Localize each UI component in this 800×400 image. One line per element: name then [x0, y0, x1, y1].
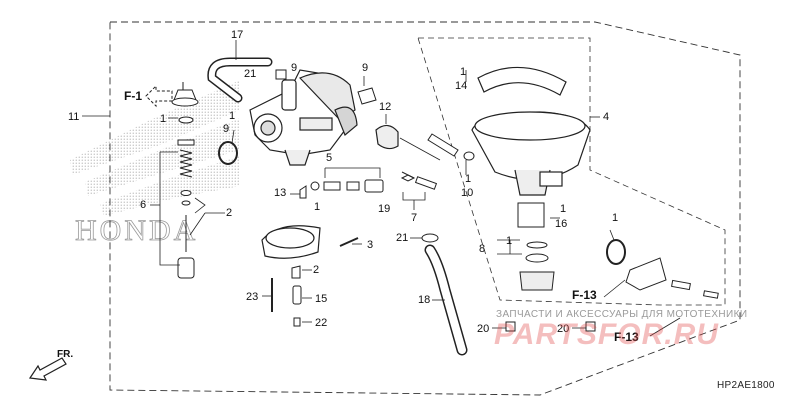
callout-1-c: 1: [460, 66, 467, 78]
callout-20-b: 20: [557, 323, 570, 335]
callout-1-a: 1: [229, 110, 236, 122]
callout-2-a: 2: [226, 207, 233, 219]
callout-14: 14: [455, 80, 468, 92]
callout-12: 12: [379, 101, 392, 113]
callout-4: 4: [603, 111, 610, 123]
small-cap-9-top: [275, 69, 287, 80]
ref-arrow-f1: [145, 84, 173, 108]
front-direction-label: FR.: [57, 349, 74, 360]
callout-9-right: 9: [362, 62, 369, 74]
assembly-frame: [109, 21, 741, 396]
callout-1-d: 1: [314, 201, 321, 213]
callout-9-top: 9: [291, 62, 298, 74]
float-chamber-frame: [417, 37, 726, 306]
bolts-20: [505, 321, 596, 332]
callout-1-b: 1: [160, 113, 167, 125]
watermark-brand: PARTSFOR.RU: [494, 318, 719, 351]
callout-9-left: 9: [223, 123, 230, 135]
callout-15: 15: [315, 293, 328, 305]
callout-1-f: 1: [560, 203, 567, 215]
watermark-tagline: ЗАПЧАСТИ И АКСЕССУАРЫ ДЛЯ МОТОТЕХНИКИ: [496, 309, 748, 320]
leader-lines: [82, 70, 681, 337]
carb-top-cap: [171, 82, 199, 107]
ref-f13-lower: F-13: [614, 330, 639, 344]
callout-17: 17: [231, 29, 244, 41]
callout-16: 16: [555, 218, 568, 230]
front-direction-arrow: [28, 357, 67, 381]
callout-19: 19: [378, 203, 391, 215]
fuel-valve: [606, 239, 719, 299]
callout-2-b: 2: [313, 264, 320, 276]
callout-8: 8: [479, 243, 486, 255]
callout-1-e: 1: [465, 173, 472, 185]
callout-18: 18: [418, 294, 431, 306]
float-parts: [427, 133, 555, 291]
ref-f13-upper: F-13: [572, 288, 597, 302]
throttle-piece: [261, 225, 359, 259]
svg-text:HONDA: HONDA: [75, 214, 198, 247]
callout-11: 11: [68, 111, 80, 123]
small-screws: [271, 265, 302, 327]
callout-3: 3: [367, 239, 374, 251]
jet-group: [299, 171, 438, 199]
callout-13: 13: [274, 187, 287, 199]
ref-f1: F-1: [124, 89, 142, 103]
callout-1-g: 1: [612, 212, 619, 224]
small-cap-9-right: [357, 87, 377, 105]
callout-7: 7: [411, 212, 418, 224]
callout-5: 5: [326, 152, 333, 164]
callout-20-a: 20: [477, 323, 490, 335]
drain-tube: [421, 233, 468, 356]
callout-1-h: 1: [506, 235, 513, 247]
callout-6: 6: [140, 199, 147, 211]
callout-21-mid: 21: [396, 232, 409, 244]
o-ring-9-left: [218, 141, 238, 165]
cap-12: [375, 124, 399, 150]
float-chamber: [471, 66, 591, 196]
callout-23: 23: [246, 291, 259, 303]
diagram-code: HP2AE1800: [717, 380, 775, 391]
callout-21-top: 21: [244, 68, 257, 80]
needle-assembly: [177, 116, 195, 279]
callout-22: 22: [315, 317, 328, 329]
carburetor-body: [249, 69, 358, 166]
callout-10: 10: [461, 187, 474, 199]
